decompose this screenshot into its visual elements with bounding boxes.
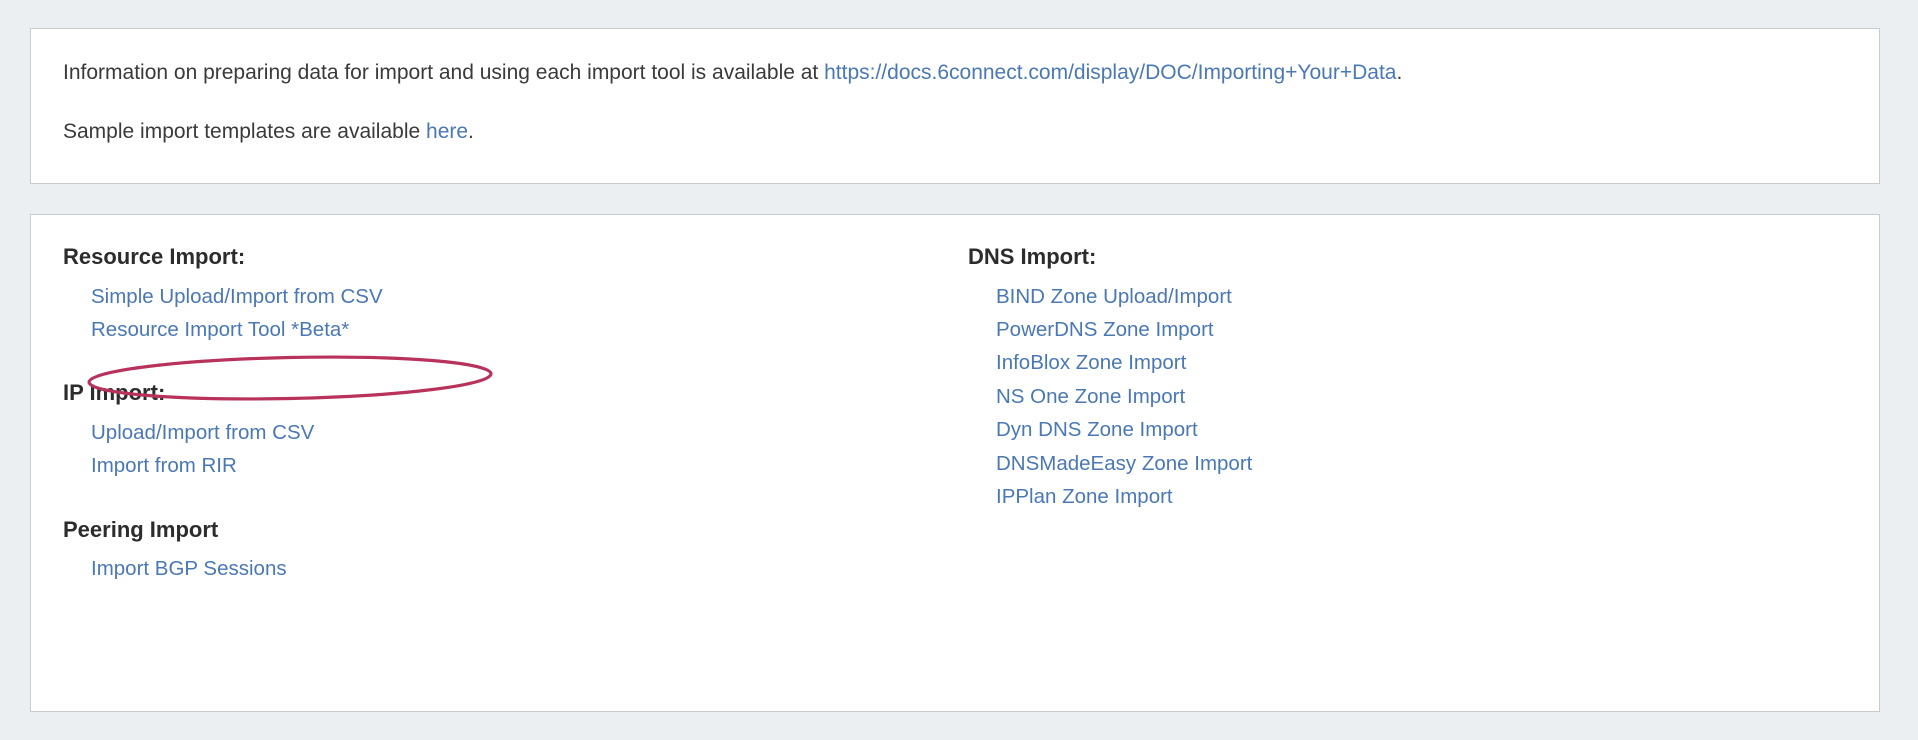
group-resource-import: Resource Import: Simple Upload/Import fr…	[63, 243, 968, 346]
info-line-docs: Information on preparing data for import…	[63, 59, 1853, 87]
sample-templates-here-link[interactable]: here	[426, 120, 469, 144]
list-item: Import from RIR	[91, 449, 968, 482]
group-peering-import: Peering Import Import BGP Sessions	[63, 516, 968, 586]
group-title-resource-import: Resource Import:	[63, 244, 246, 269]
list-item: BIND Zone Upload/Import	[996, 280, 1853, 313]
link-import-from-rir[interactable]: Import from RIR	[91, 454, 237, 478]
link-ipplan-zone-import[interactable]: IPPlan Zone Import	[996, 484, 1173, 508]
import-tools-right-column: DNS Import: BIND Zone Upload/Import Powe…	[968, 243, 1853, 586]
list-item: InfoBlox Zone Import	[996, 346, 1853, 379]
group-title-peering-import: Peering Import	[63, 516, 219, 542]
link-dnsmadeeasy-zone-import[interactable]: DNSMadeEasy Zone Import	[996, 451, 1253, 475]
info-panel: Information on preparing data for import…	[30, 28, 1880, 184]
info-line-templates: Sample import templates are available he…	[63, 118, 1853, 146]
import-tools-panel: Resource Import: Simple Upload/Import fr…	[30, 214, 1880, 712]
link-ns-one-zone-import[interactable]: NS One Zone Import	[996, 384, 1186, 408]
list-item: Dyn DNS Zone Import	[996, 413, 1853, 446]
group-dns-import: DNS Import: BIND Zone Upload/Import Powe…	[968, 243, 1853, 513]
list-item: Simple Upload/Import from CSV	[91, 280, 968, 313]
info-line-docs-prefix: Information on preparing data for import…	[63, 61, 825, 84]
link-import-bgp-sessions[interactable]: Import BGP Sessions	[91, 557, 287, 581]
list-item: Resource Import Tool *Beta*	[91, 313, 968, 346]
group-title-dns-import: DNS Import:	[968, 244, 1097, 269]
link-infoblox-zone-import[interactable]: InfoBlox Zone Import	[996, 351, 1187, 375]
import-tools-columns: Resource Import: Simple Upload/Import fr…	[63, 243, 1853, 586]
list-item: IPPlan Zone Import	[996, 480, 1853, 513]
link-dyn-dns-zone-import[interactable]: Dyn DNS Zone Import	[996, 418, 1198, 442]
list-item: DNSMadeEasy Zone Import	[996, 447, 1853, 480]
group-links-resource-import: Simple Upload/Import from CSV Resource I…	[63, 280, 968, 347]
group-links-peering-import: Import BGP Sessions	[63, 552, 968, 585]
group-links-ip-import: Upload/Import from CSV Import from RIR	[63, 416, 968, 483]
list-item: NS One Zone Import	[996, 380, 1853, 413]
link-powerdns-zone-import[interactable]: PowerDNS Zone Import	[996, 317, 1214, 341]
group-links-dns-import: BIND Zone Upload/Import PowerDNS Zone Im…	[968, 280, 1853, 514]
group-ip-import: IP Import: Upload/Import from CSV Import…	[63, 379, 968, 482]
group-title-ip-import: IP Import:	[63, 380, 166, 406]
list-item: Upload/Import from CSV	[91, 416, 968, 449]
list-item: PowerDNS Zone Import	[996, 313, 1853, 346]
link-simple-upload-import-from-csv[interactable]: Simple Upload/Import from CSV	[91, 284, 383, 308]
link-resource-import-tool-beta[interactable]: Resource Import Tool *Beta*	[91, 317, 350, 341]
info-line-docs-suffix: .	[1396, 61, 1403, 84]
info-line-templates-suffix: .	[468, 120, 474, 144]
link-bind-zone-upload-import[interactable]: BIND Zone Upload/Import	[996, 284, 1232, 308]
info-line-templates-prefix: Sample import templates are available	[63, 120, 427, 144]
docs-importing-your-data-link[interactable]: https://docs.6connect.com/display/DOC/Im…	[824, 61, 1397, 84]
import-tools-left-column: Resource Import: Simple Upload/Import fr…	[63, 243, 968, 586]
link-upload-import-from-csv[interactable]: Upload/Import from CSV	[91, 420, 315, 444]
list-item: Import BGP Sessions	[91, 552, 968, 585]
